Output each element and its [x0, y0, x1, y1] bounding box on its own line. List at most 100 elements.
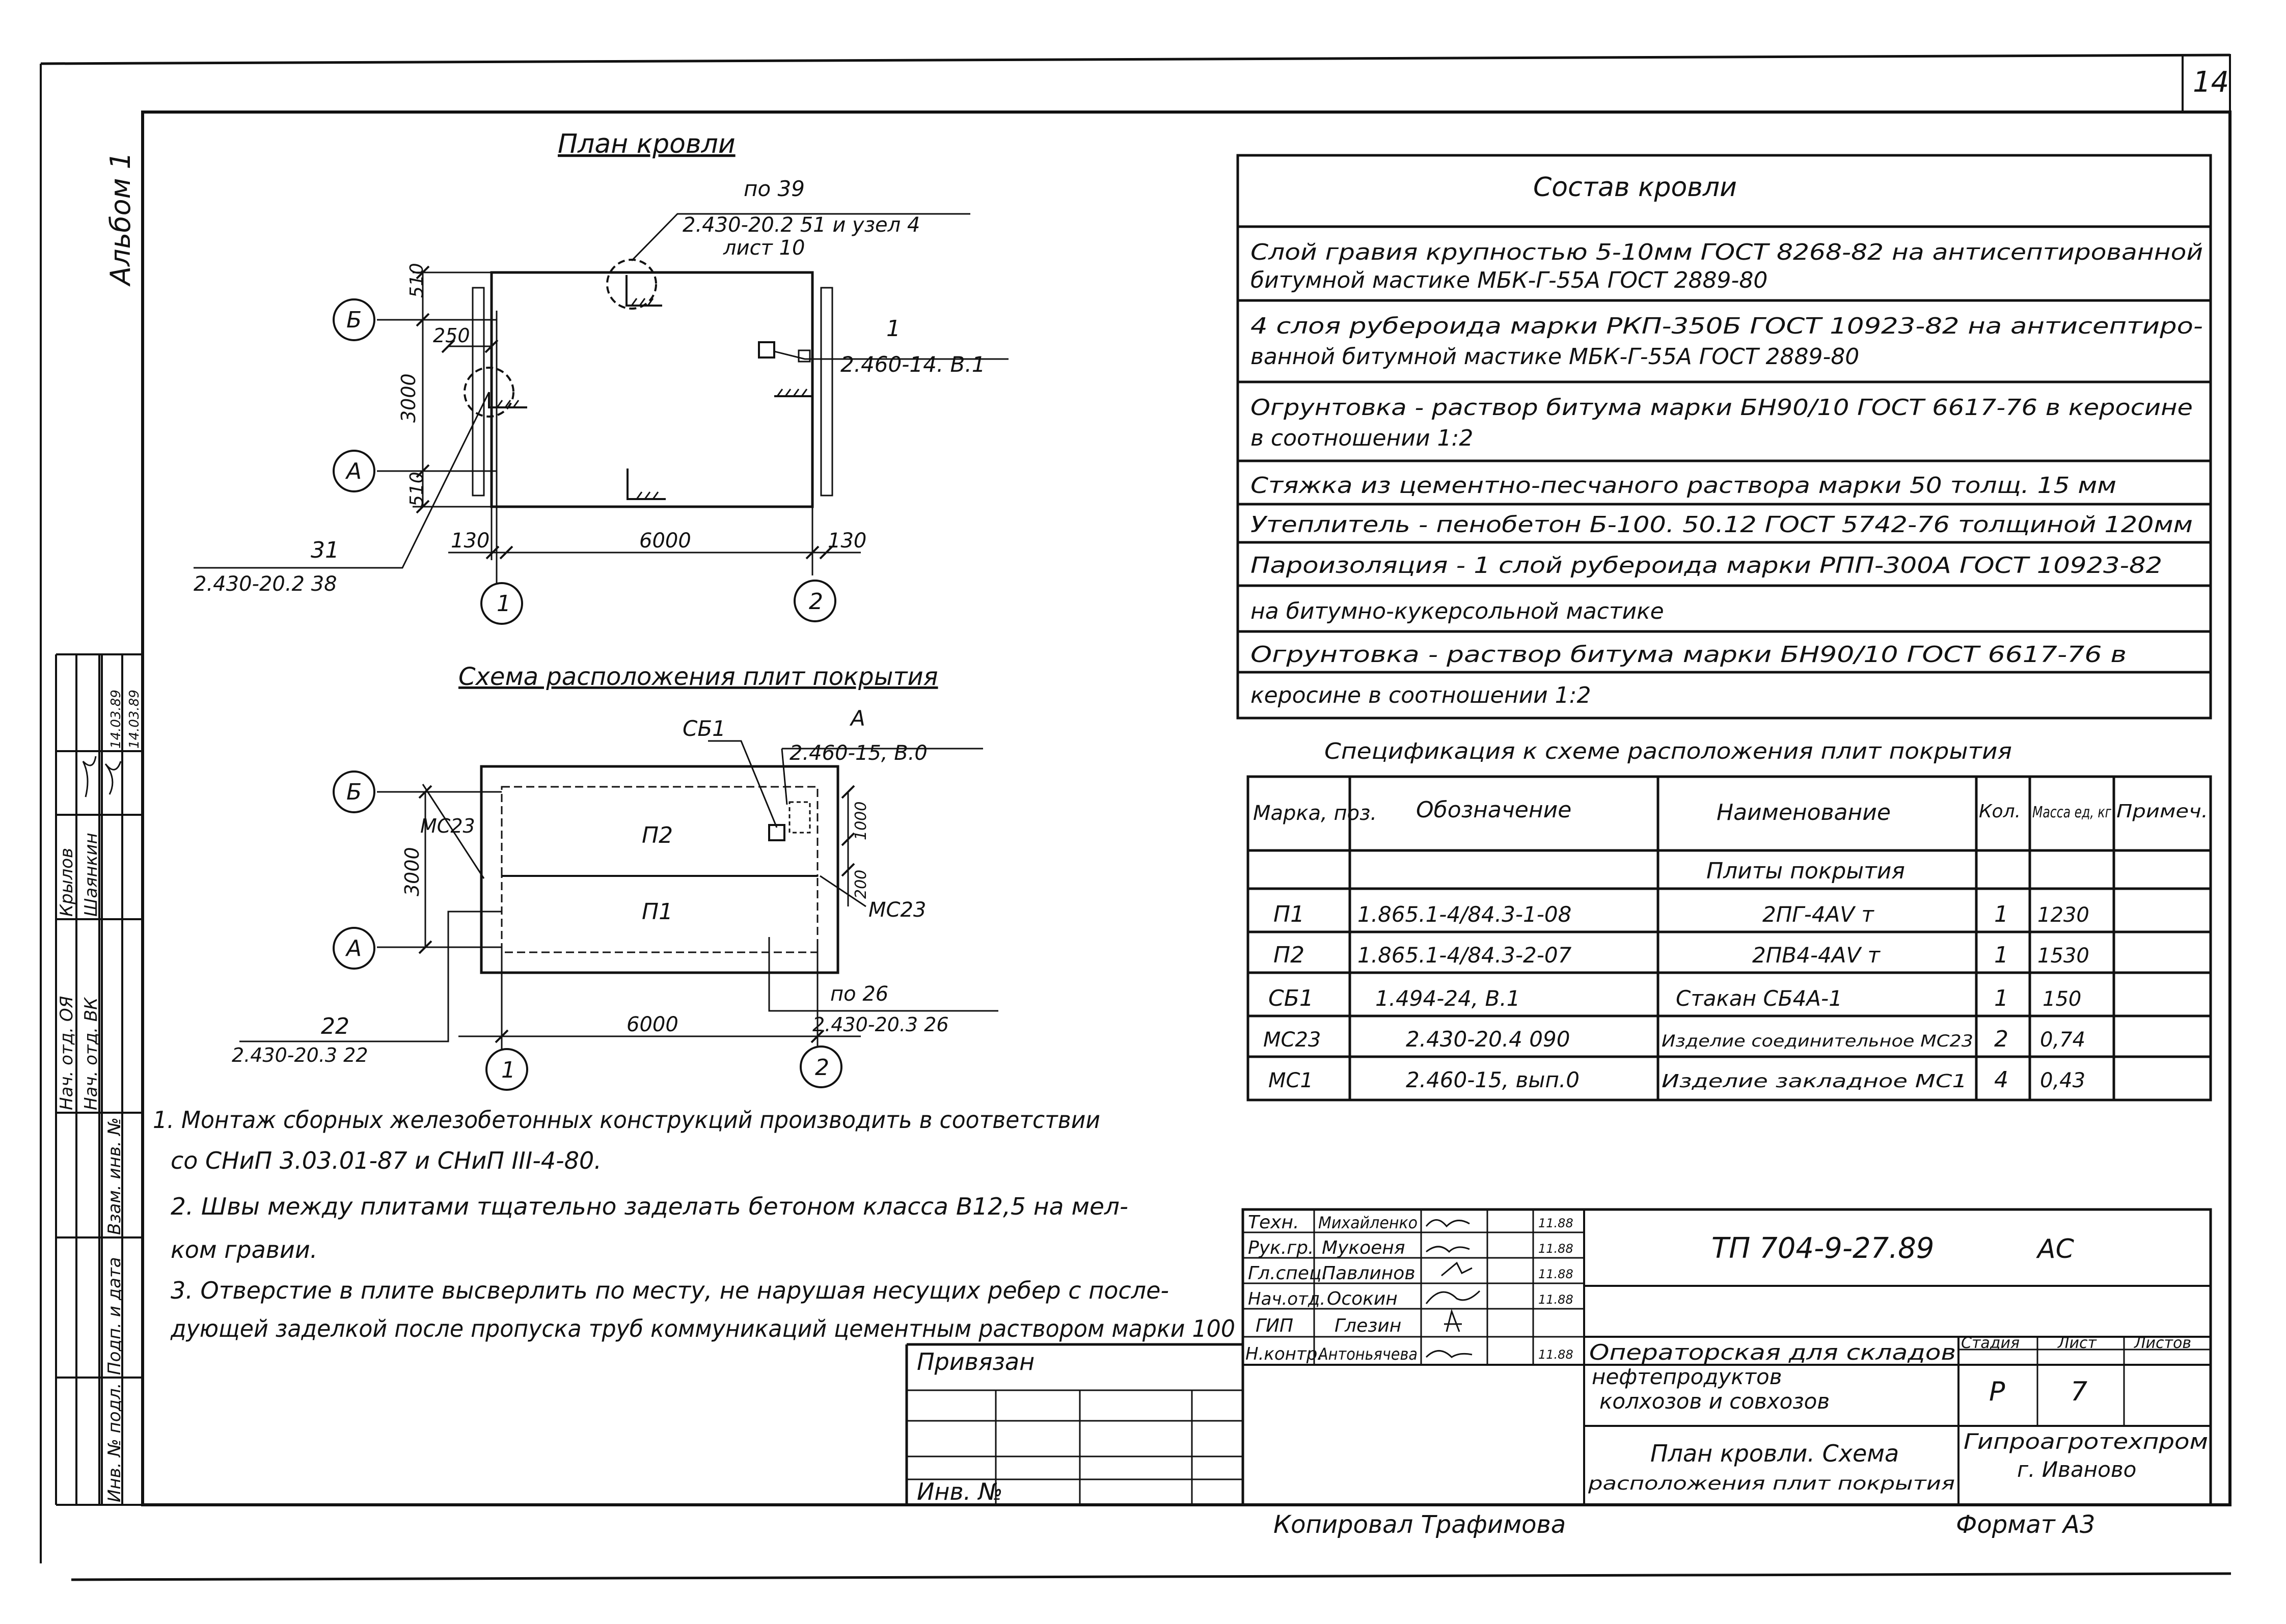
side-stamp-role-1: Нач. отд. ОЯ	[57, 996, 77, 1110]
signer-role-6: Н.контр.	[1245, 1344, 1323, 1364]
note-line-6: дующей заделкой после пропуска труб комм…	[170, 1315, 1235, 1342]
title-block-texts: ТП 704-9-27.89 АС Привязан Инв. № Техн. …	[917, 1212, 2208, 1505]
roof-dim-130-left: 130	[451, 529, 489, 553]
specification-title: Спецификация к схеме расположения плит п…	[1324, 738, 2012, 764]
slab-scheme-drawing	[239, 740, 998, 1049]
slab-dim-6000: 6000	[627, 1013, 678, 1036]
spec-section-label: Плиты покрытия	[1706, 858, 1905, 884]
roof-axis-2-bubble	[794, 580, 836, 622]
slab-scheme-texts: Б А 1 2 СБ1 А 2.460-15, В.0 МС23 МС23 П2…	[232, 706, 949, 1083]
slab-axis-b-bubble	[333, 770, 375, 813]
specification-texts: Марка, поз. Обозначение Наименование Кол…	[1253, 797, 2208, 1093]
spec-header-mark: Марка, поз.	[1253, 802, 1377, 825]
spec-row-1-mark: П1	[1273, 901, 1304, 927]
slab-axis-b: Б	[346, 779, 362, 805]
roof-dim-130-right: 130	[828, 529, 866, 553]
spec-row-5-mass: 0,43	[2040, 1069, 2085, 1092]
composition-row-2-line-1: 4 слоя рубероида марки РКП-350Б ГОСТ 109…	[1250, 313, 2203, 339]
note-line-5: 3. Отверстие в плите высверлить по месту…	[171, 1277, 1169, 1304]
side-stamp-name-1: Крылов	[57, 848, 77, 917]
sheet-header: Лист	[2057, 1334, 2098, 1352]
roof-composition-table	[1236, 154, 2212, 720]
spec-row-2-designation: 1.865.1-4/84.3-2-07	[1357, 943, 1572, 968]
object-name-line-2: нефтепродуктов	[1592, 1364, 1782, 1389]
stage-value: Р	[1989, 1377, 2005, 1407]
object-name-line-3: колхозов и совхозов	[1599, 1389, 1830, 1414]
side-stamp-texts: Нач. отд. ОЯ Нач. отд. ВК Крылов Шаянкин…	[57, 690, 142, 1502]
signer-role-1: Техн.	[1248, 1212, 1299, 1233]
roof-plan-texts: Б А 1 2 по 39 2.430-20.2 51 и узел 4 лис…	[194, 176, 985, 617]
composition-row-1-line-1: Слой гравия крупностью 5-10мм ГОСТ 8268-…	[1250, 239, 2203, 265]
signer-date-1: 11.88	[1538, 1216, 1573, 1230]
roof-ref-1-doc: 2.460-14. В.1	[840, 352, 985, 377]
spec-row-1-designation: 1.865.1-4/84.3-1-08	[1357, 902, 1571, 927]
slab-label-po26: по 26	[830, 982, 888, 1006]
project-code: ТП 704-9-27.89	[1711, 1232, 1934, 1265]
roof-ref-31-doc: 2.430-20.2 38	[194, 572, 337, 596]
copied-by: Копировал Трафимова	[1273, 1510, 1566, 1539]
slab-label-po26-doc: 2.430-20.3 26	[812, 1013, 949, 1036]
spec-row-2-qty: 1	[1994, 942, 2008, 968]
section-code: АС	[2036, 1234, 2075, 1264]
slab-axis-a: А	[345, 935, 362, 961]
roof-plan-title: План кровли	[558, 129, 736, 159]
roof-dim-510-top: 510	[406, 263, 427, 298]
spec-row-4-mark: МС23	[1263, 1028, 1321, 1052]
drawing-title-line-2: расположения плит покрытия	[1588, 1473, 1955, 1494]
signer-name-6: Антоньячева	[1317, 1344, 1418, 1364]
specification-table	[1246, 775, 2212, 1102]
spec-header-mass: Масса ед, кг	[2032, 804, 2111, 821]
slab-axis-1: 1	[501, 1057, 515, 1083]
slab-label-sb1: СБ1	[683, 716, 726, 741]
slab-label-p1: П1	[642, 899, 673, 925]
roof-plan-drawing	[194, 213, 1009, 591]
roof-axis-a-bubble	[333, 450, 375, 492]
spec-row-3-name: Стакан СБ4А-1	[1676, 986, 1842, 1011]
composition-row-5: Утеплитель - пенобетон Б-100. 50.12 ГОСТ…	[1250, 512, 2193, 538]
slab-axis-2: 2	[815, 1055, 829, 1081]
slab-scheme-title: Схема расположения плит покрытия	[458, 663, 938, 691]
signer-name-2: Мукоеня	[1322, 1237, 1405, 1258]
signer-date-2: 11.88	[1538, 1242, 1573, 1256]
roof-axis-2: 2	[809, 589, 823, 615]
spec-header-notes: Примеч.	[2116, 801, 2208, 822]
side-stamp-date-1: 14.03.89	[108, 690, 124, 749]
stage-header: Стадия	[1961, 1334, 2020, 1352]
roof-axis-b-bubble	[333, 298, 375, 341]
roof-composition-texts: Состав кровли Слой гравия крупностью 5-1…	[1250, 172, 2203, 708]
composition-row-9: керосине в соотношении 1:2	[1250, 682, 1591, 708]
signer-name-3: Павлинов	[1322, 1263, 1416, 1284]
spec-row-3-mark: СБ1	[1268, 985, 1314, 1011]
roof-axis-a: А	[345, 458, 362, 484]
spec-header-designation: Обозначение	[1416, 797, 1571, 823]
notes: 1. Монтаж сборных железобетонных констру…	[153, 1106, 1235, 1342]
spec-row-3-mass: 150	[2043, 987, 2081, 1011]
slab-label-a: А	[849, 706, 865, 731]
spec-row-4-mass: 0,74	[2040, 1028, 2085, 1052]
signer-date-3: 11.88	[1538, 1267, 1573, 1281]
note-line-3: 2. Швы между плитами тщательно заделать …	[171, 1193, 1128, 1220]
spec-row-5-designation: 2.460-15, вып.0	[1406, 1067, 1580, 1092]
spec-row-4-qty: 2	[1994, 1026, 2008, 1052]
roof-axis-b: Б	[346, 307, 362, 333]
title-block-lines	[905, 1208, 2212, 1506]
spec-row-5-mark: МС1	[1268, 1069, 1313, 1092]
note-line-2: со СНиП 3.03.01-87 и СНиП III-4-80.	[171, 1147, 602, 1174]
org-line-2: г. Иваново	[2017, 1457, 2136, 1482]
spec-row-2-mass: 1530	[2037, 944, 2089, 968]
side-stamp-name-2: Шаянкин	[81, 833, 101, 917]
spec-row-5-qty: 4	[1994, 1067, 2008, 1093]
slab-axis-1-bubble	[485, 1048, 528, 1091]
signer-name-5: Глезин	[1335, 1315, 1401, 1336]
roof-composition-title: Состав кровли	[1533, 172, 1737, 203]
side-stamp	[55, 653, 144, 1506]
note-line-1: 1. Монтаж сборных железобетонных констру…	[153, 1106, 1100, 1134]
signer-name-4: Осокин	[1327, 1288, 1398, 1309]
spec-row-3-designation: 1.494-24, В.1	[1375, 986, 1520, 1011]
slab-dim-1000: 1000	[852, 802, 870, 840]
signer-date-4: 11.88	[1538, 1292, 1573, 1307]
org-line-1: Гипроагротехпром	[1964, 1429, 2208, 1454]
composition-row-4: Стяжка из цементно-песчаного раствора ма…	[1250, 473, 2116, 499]
bound-label: Привязан	[917, 1348, 1035, 1375]
slab-scheme-axis-bubbles	[333, 770, 842, 1091]
